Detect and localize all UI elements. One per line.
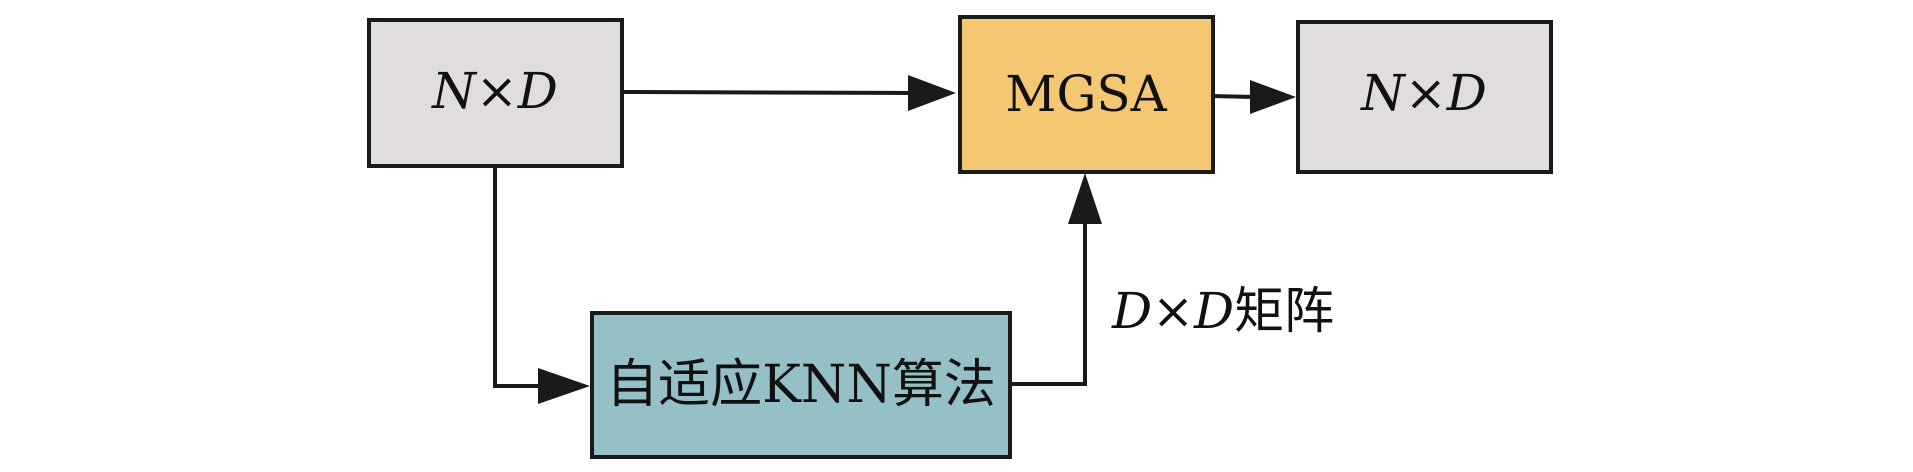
node-input-label: N×D (431, 62, 558, 120)
edge-mgsa-to-output (1210, 94, 1256, 99)
arrowheads (538, 75, 1296, 404)
node-input: N×D (367, 18, 624, 168)
edge-input-to-knn (493, 167, 540, 388)
edge-knn-to-mgsa-label: D×D矩阵 (1111, 282, 1334, 340)
node-knn-label: 自适应KNN算法 (606, 355, 996, 415)
node-mgsa-box (958, 15, 1215, 174)
node-output: N×D (1296, 20, 1553, 174)
node-output-label: N×D (1360, 64, 1487, 122)
arrowhead-to-mgsa (908, 75, 956, 111)
arrowhead-to-mgsa-bottom (1068, 173, 1102, 224)
edge-input-to-mgsa (622, 90, 911, 95)
node-knn: 自适应KNN算法 (590, 311, 1012, 459)
node-input-box (367, 18, 624, 168)
node-knn-box (590, 311, 1012, 459)
arrowhead-to-knn (538, 368, 590, 404)
node-output-box (1296, 20, 1553, 174)
connectors (493, 90, 1256, 388)
arrowhead-to-output (1250, 80, 1296, 114)
node-mgsa: MGSA (958, 15, 1215, 174)
edge-knn-to-mgsa (1010, 222, 1087, 386)
node-mgsa-label: MGSA (1005, 65, 1167, 123)
